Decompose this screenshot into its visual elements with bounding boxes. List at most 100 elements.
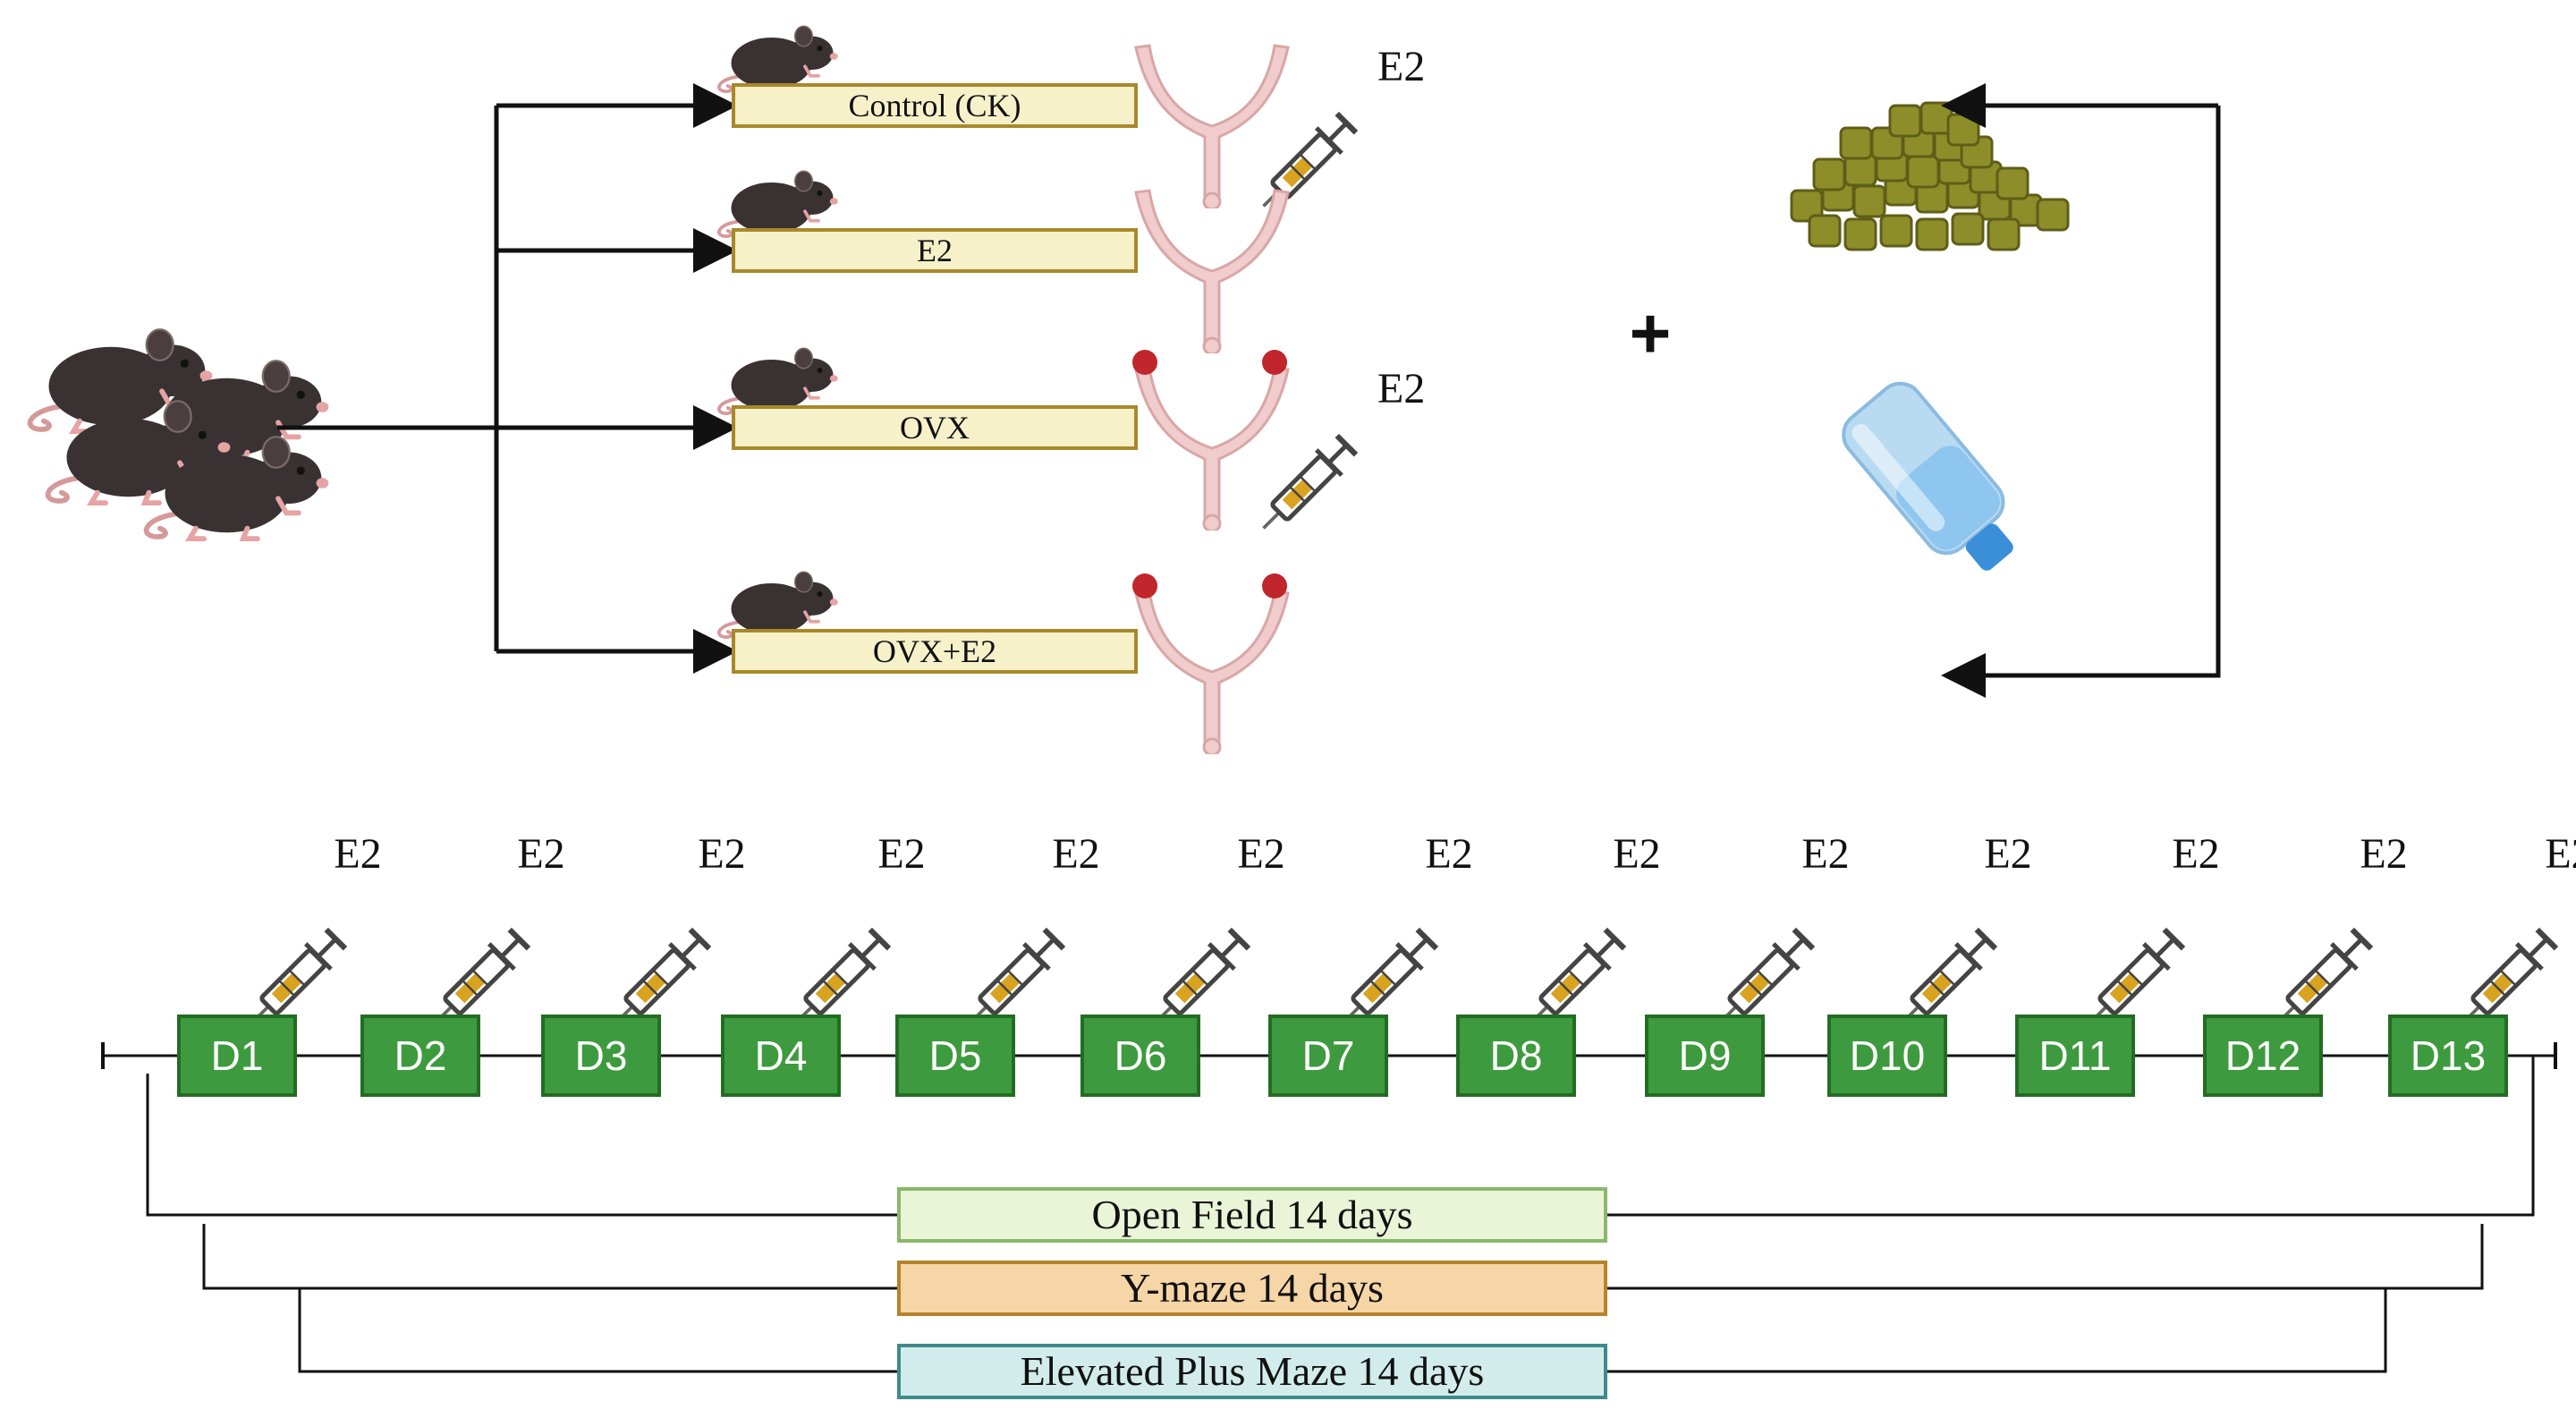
- day-box: [541, 1015, 661, 1097]
- day-label: D2: [394, 1032, 447, 1079]
- food-pellet: [1843, 217, 1877, 251]
- test-row: Open Field 14 days: [146, 1056, 2535, 1243]
- group-row: OVX+E2: [496, 570, 1290, 754]
- test-bracket-right: [1606, 1056, 2535, 1217]
- day-label: D6: [1114, 1032, 1167, 1079]
- mouse-icon: [716, 169, 840, 240]
- test-box: [897, 1344, 1607, 1399]
- injection-label: E2: [2545, 830, 2576, 878]
- injection-label: E2: [1984, 830, 2031, 878]
- uterus-icon: [1134, 44, 1290, 208]
- injection-label: E2: [1613, 830, 1660, 878]
- test-box: [897, 1261, 1607, 1316]
- food-pellet: [1852, 184, 1886, 218]
- uterus-icon: [1134, 189, 1290, 353]
- day-label: D1: [211, 1032, 264, 1079]
- injection-label: E2: [877, 830, 925, 878]
- group-box: [732, 629, 1138, 674]
- plus-sign: +: [1630, 293, 1672, 373]
- food-pellet: [1839, 126, 1873, 160]
- food-pellet: [1987, 217, 2021, 251]
- day-label: D4: [755, 1032, 808, 1079]
- injection-label: E2: [1377, 43, 1425, 90]
- test-row: Y-maze 14 days: [202, 1224, 2484, 1316]
- day-box: [1080, 1015, 1200, 1097]
- day-label: D5: [929, 1032, 982, 1079]
- test-bracket-right: [1606, 1224, 2484, 1290]
- group-box: [732, 83, 1138, 128]
- injection-label: E2: [2172, 830, 2219, 878]
- food-pellet: [1812, 157, 1846, 191]
- day-box: [360, 1015, 480, 1097]
- test-label: Y-maze 14 days: [1121, 1265, 1384, 1311]
- day-label: D7: [1302, 1032, 1355, 1079]
- mouse-icon: [716, 346, 840, 417]
- injection-label: E2: [1052, 830, 1099, 878]
- water-bottle-icon: [1842, 381, 2013, 571]
- day-box: [1268, 1015, 1388, 1097]
- group-branch-connectors: [277, 106, 499, 651]
- day-box: [721, 1015, 841, 1097]
- group-label: E2: [917, 233, 953, 268]
- day-label: D3: [575, 1032, 628, 1079]
- day-box: [895, 1015, 1015, 1097]
- group-box: [732, 405, 1138, 450]
- food-pellet: [1951, 212, 1985, 246]
- day-box: [2015, 1015, 2135, 1097]
- day-box: [1645, 1015, 1765, 1097]
- injection-label: E2: [517, 830, 564, 878]
- food-pellet: [1946, 113, 1980, 147]
- test-row: Elevated Plus Maze 14 days: [298, 1288, 2387, 1399]
- injection-timeline: E2D1E2D2E2D3E2D4E2D5E2D6E2D7E2D8E2D9E2D1…: [101, 830, 2576, 1097]
- day-box: [177, 1015, 297, 1097]
- ovary-dot-icon: [1132, 573, 1157, 599]
- test-bracket-left: [146, 1074, 899, 1217]
- food-pellet: [1888, 104, 1922, 138]
- test-label: Elevated Plus Maze 14 days: [1021, 1348, 1485, 1394]
- timeline-day: E2D13: [2388, 830, 2576, 1097]
- day-box: [1456, 1015, 1576, 1097]
- ovary-dot-icon: [1262, 350, 1287, 375]
- injection-label: E2: [2360, 830, 2407, 878]
- day-label: D10: [1850, 1032, 1925, 1079]
- group-box: [732, 228, 1138, 273]
- food-pellet: [1915, 217, 1949, 251]
- injection-label: E2: [334, 830, 381, 878]
- ovary-dot-icon: [1132, 350, 1157, 375]
- day-label: D13: [2411, 1032, 2486, 1079]
- day-label: D11: [2039, 1032, 2112, 1079]
- injection-label: E2: [1237, 830, 1284, 878]
- test-box: [897, 1187, 1607, 1243]
- day-label: D9: [1679, 1032, 1732, 1079]
- group-label: OVX: [900, 410, 970, 446]
- uterus-icon: [1134, 590, 1290, 754]
- food-pellet: [1879, 214, 1913, 248]
- test-bracket-left: [202, 1224, 899, 1290]
- uterus-icon: [1134, 366, 1290, 531]
- food-pellet: [1906, 155, 1940, 189]
- mouse-icon: [716, 570, 840, 641]
- day-box: [2203, 1015, 2323, 1097]
- mouse-icon: [716, 24, 840, 95]
- injection-label: E2: [698, 830, 745, 878]
- group-row: E2: [496, 169, 1290, 353]
- group-label: OVX+E2: [873, 633, 996, 669]
- food-pellet: [1996, 166, 2029, 200]
- ovary-dot-icon: [1262, 573, 1287, 599]
- day-box: [1827, 1015, 1947, 1097]
- syringe-icon: [1250, 111, 1359, 219]
